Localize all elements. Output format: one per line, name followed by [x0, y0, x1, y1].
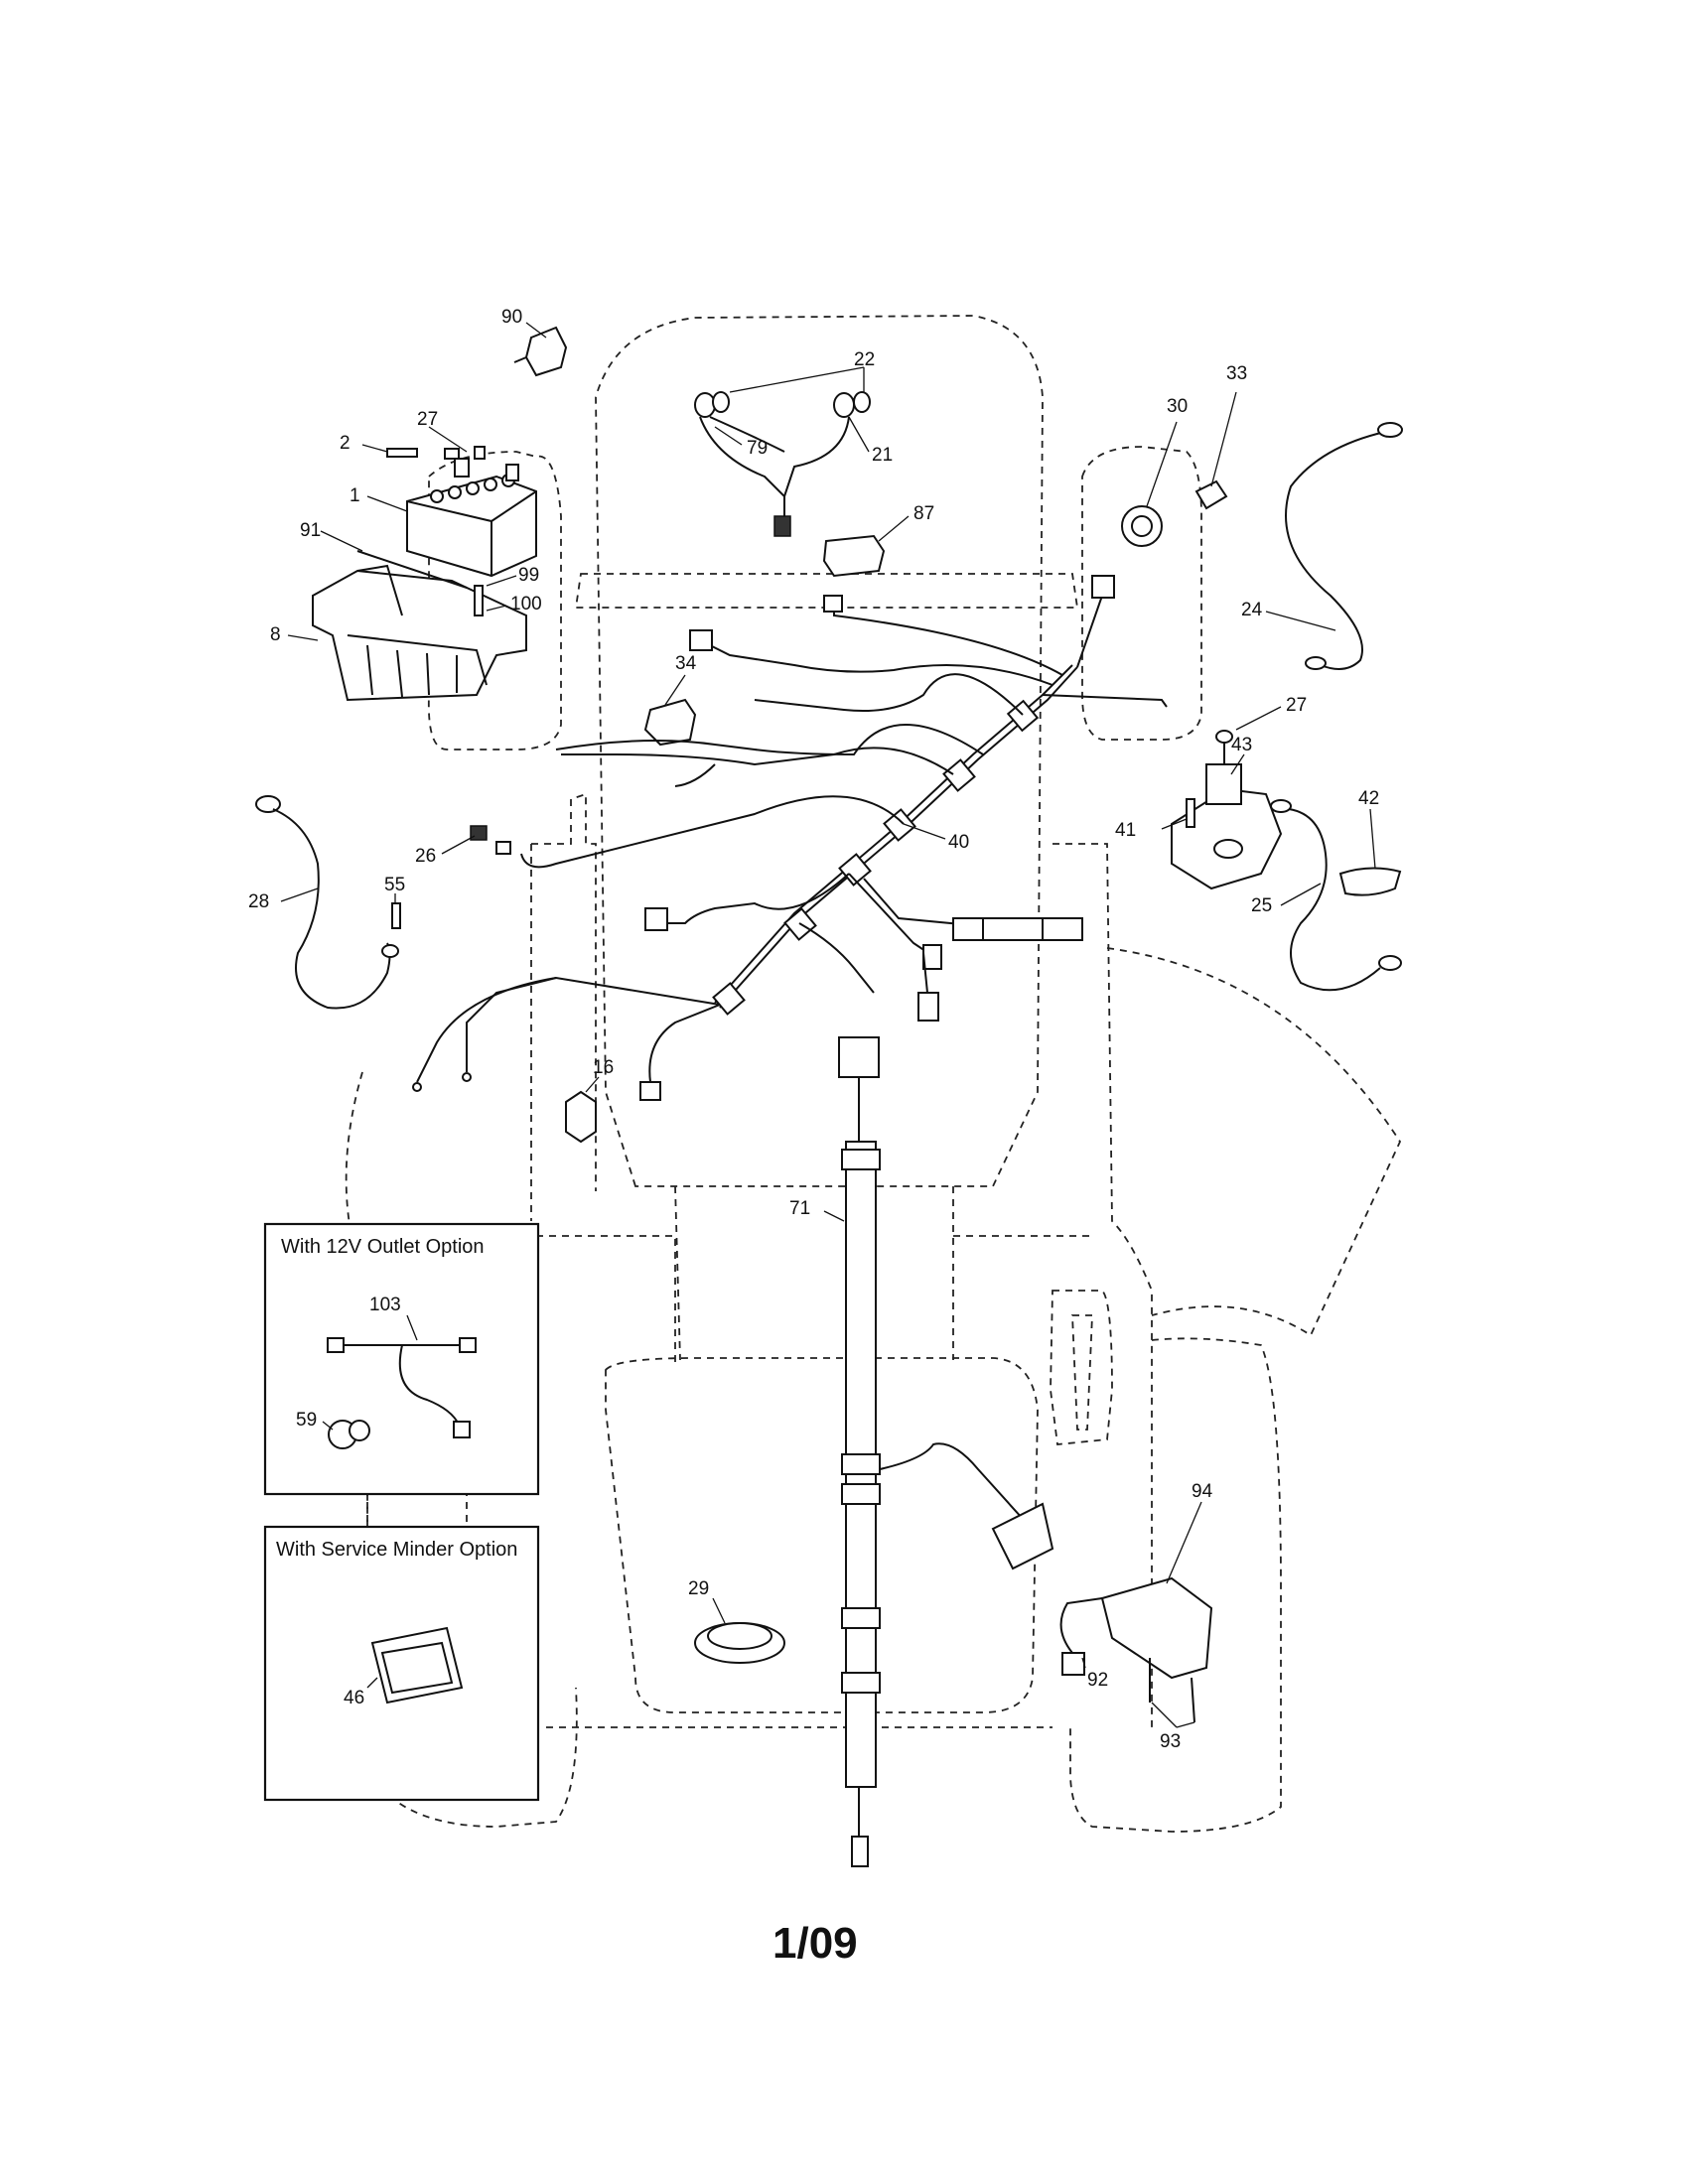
callout-59: 59	[296, 1410, 317, 1431]
callout-2: 2	[340, 433, 351, 454]
service-option-title: With Service Minder Option	[276, 1539, 517, 1561]
cable-25	[1270, 799, 1402, 992]
cable-24	[1285, 422, 1403, 670]
switch-34	[643, 698, 697, 747]
leader-lines	[280, 322, 1376, 1728]
battery-strap	[356, 550, 468, 589]
ignition-switch	[1121, 479, 1228, 547]
callout-103: 103	[369, 1295, 401, 1315]
callout-29: 29	[688, 1578, 709, 1599]
callout-22: 22	[854, 349, 875, 370]
callout-42: 42	[1358, 788, 1379, 809]
callout-94: 94	[1192, 1481, 1213, 1502]
callout-87: 87	[913, 503, 934, 524]
callout-91: 91	[300, 520, 321, 541]
terminal-bolts	[386, 446, 486, 616]
callout-25: 25	[1251, 895, 1272, 916]
bolt-41	[1186, 798, 1195, 828]
headlight-harness	[694, 391, 871, 537]
ground-cable-28	[255, 795, 511, 1010]
callout-30: 30	[1167, 396, 1188, 417]
battery-tray	[312, 564, 527, 702]
callout-99: 99	[518, 565, 539, 586]
callout-16: 16	[593, 1057, 614, 1078]
callout-numbers: 90 22 33 30 2 27 79 21 1 87 91 99 100 8 …	[248, 307, 1379, 1752]
callout-24: 24	[1241, 600, 1263, 620]
tractor-outline	[345, 315, 1402, 1833]
battery	[406, 458, 537, 578]
solenoid-43	[1171, 730, 1283, 890]
callout-27-right: 27	[1286, 695, 1307, 716]
switch-94	[1059, 1576, 1213, 1723]
callout-92: 92	[1087, 1670, 1108, 1691]
callout-8: 8	[270, 624, 281, 645]
page-number: 1/09	[772, 1919, 858, 1968]
callout-71: 71	[789, 1198, 810, 1219]
relay-90	[513, 326, 568, 377]
callout-1: 1	[350, 485, 360, 506]
callout-28: 28	[248, 891, 269, 912]
callout-41: 41	[1115, 820, 1136, 841]
outlet-option-title: With 12V Outlet Option	[281, 1236, 485, 1258]
callout-90: 90	[501, 307, 522, 328]
service-minder-box: With Service Minder Option	[263, 1525, 540, 1802]
callout-55: 55	[384, 875, 405, 895]
callout-40: 40	[948, 832, 969, 853]
callout-21: 21	[872, 445, 893, 466]
harness-71	[838, 1036, 1054, 1867]
callout-79: 79	[747, 438, 768, 459]
callout-26: 26	[415, 846, 436, 867]
part-16	[565, 1090, 597, 1144]
speaker-29	[694, 1622, 785, 1664]
callout-46: 46	[344, 1688, 364, 1708]
callout-43: 43	[1231, 735, 1252, 755]
bolt-55	[391, 902, 401, 929]
callout-100: 100	[510, 594, 542, 614]
callout-33: 33	[1226, 363, 1247, 384]
callout-34: 34	[675, 653, 697, 674]
callout-27-top: 27	[417, 409, 438, 430]
outlet-option-box: With 12V Outlet Option	[263, 1222, 540, 1496]
callout-93: 93	[1160, 1731, 1181, 1752]
main-harness	[412, 575, 1168, 1101]
switch-87	[822, 534, 886, 578]
